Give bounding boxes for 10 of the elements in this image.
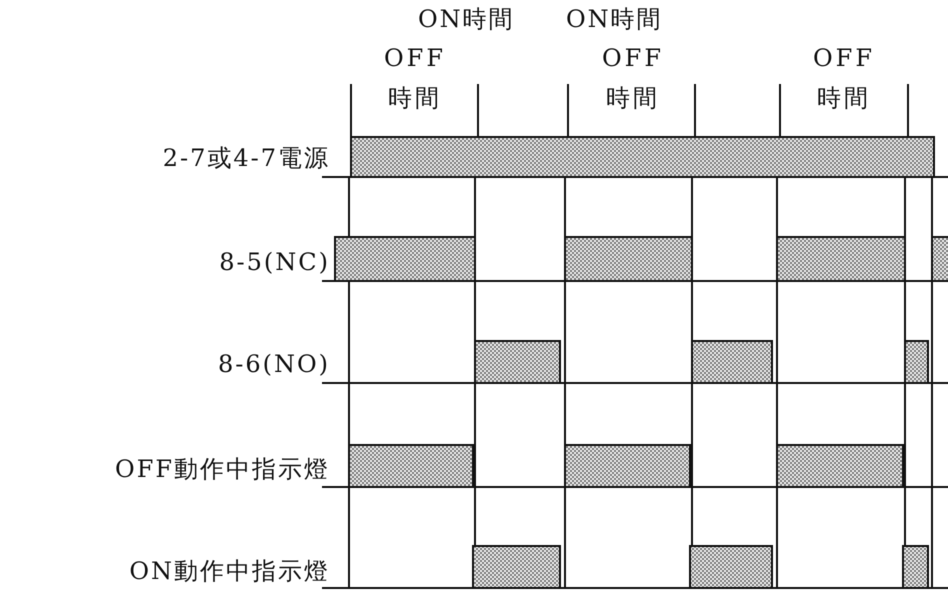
signal-label: OFF動作中指示燈 [115,455,330,483]
time-label: ON時間 [566,5,663,33]
time-label: ON時間 [418,5,515,33]
time-label: OFF時間 [383,43,447,114]
time-label: OFF時間 [812,43,876,114]
signal-label: 8-5(NC) [219,248,330,276]
signal-label: 8-6(NO) [218,350,330,378]
signal-label: 2-7或4-7電源 [162,144,330,172]
signal-label: ON動作中指示燈 [129,557,330,585]
time-label: OFF時間 [601,43,665,114]
